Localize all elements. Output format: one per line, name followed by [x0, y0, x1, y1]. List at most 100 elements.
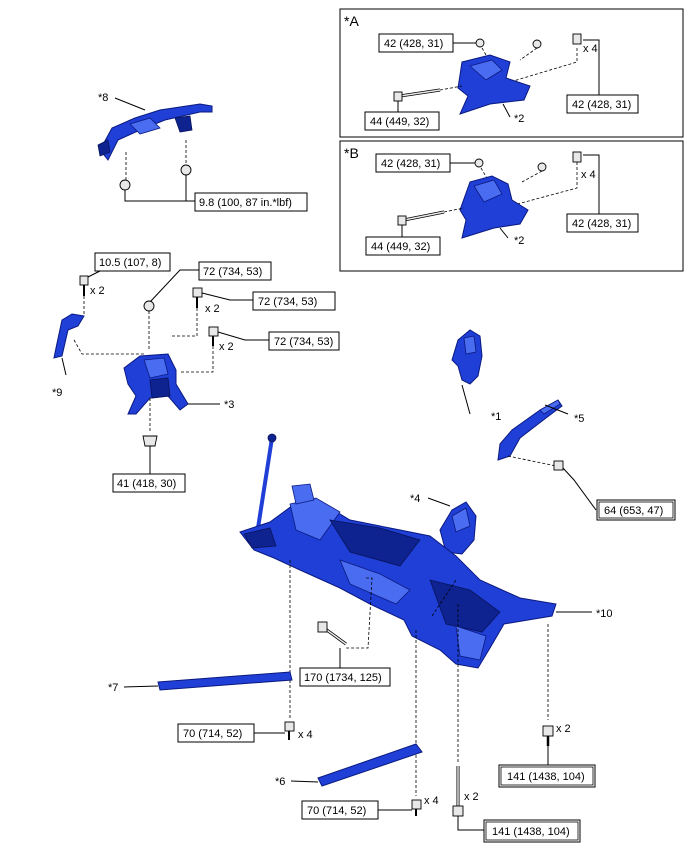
part-8-group: *8 9.8 (100, 87 in.*lbf): [97, 92, 308, 212]
view-b-nut-2: [537, 162, 547, 172]
view-a-part-ref: *2: [514, 113, 524, 125]
rear-bolt-bottom-torque-box: [483, 819, 581, 843]
view-b-long-bolt-torque: 44 (449, 32): [371, 241, 430, 253]
rear-bolt-right-group: x 2 141 (1438, 104): [498, 723, 596, 788]
part-9-ref: *9: [52, 387, 62, 399]
part-1-ref: *1: [491, 411, 501, 423]
part-3-bolt-2-torque-box: [268, 331, 340, 351]
part-7-brace: [157, 671, 293, 691]
part-3-bolt-1-torque: 72 (734, 53): [258, 296, 317, 308]
view-a-long-bolt-torque-box: [364, 111, 440, 131]
part-1-group: *1: [451, 329, 501, 423]
part-3-top-nut: [143, 300, 155, 312]
center-bolt-group: 170 (1734, 125): [299, 621, 391, 687]
rear-bolt-bottom-qty: x 2: [464, 791, 479, 803]
view-a-bolt-torque: 42 (428, 31): [572, 99, 631, 111]
part-6-qty: x 4: [424, 795, 439, 807]
view-b-bolt-torque-box: [566, 213, 639, 233]
view-b-bolt-head: [572, 151, 582, 163]
view-b-frame: [339, 140, 684, 272]
subframe-group: *4 *10: [239, 433, 613, 796]
part-3-bolt-2: [208, 326, 219, 337]
part-8-torque: 9.8 (100, 87 in.*lbf): [199, 197, 292, 209]
rear-bolt-bottom: [452, 805, 464, 817]
part-9-bolt: [79, 275, 89, 286]
view-a-panel: *A 42 (428, 31) x 4 42 (428, 31) *2 44 (…: [339, 8, 684, 138]
center-bolt-torque-box: [299, 667, 391, 687]
part-5-torque: 64 (653, 47): [604, 505, 663, 517]
part-3-ref: *3: [224, 399, 234, 411]
part-9-group: 10.5 (107, 8) x 2 *9: [52, 252, 171, 399]
ball-joint: [291, 483, 315, 505]
view-a-qty: x 4: [583, 43, 598, 55]
view-a-bolt-head: [572, 33, 582, 45]
rear-bolt-right: [542, 725, 554, 737]
part-3-nut-torque-box: [198, 261, 272, 281]
part-3-bottom-nut: [142, 435, 158, 447]
part-3-bolt-1-qty: x 2: [205, 303, 220, 315]
view-a-long-bolt: [393, 91, 403, 102]
rear-bolt-right-torque-box: [498, 764, 596, 788]
steering-shaft: [497, 399, 563, 461]
part-5-torque-box: [596, 499, 676, 521]
view-b-nut-torque: 42 (428, 31): [381, 158, 440, 170]
part-6-torque: 70 (714, 52): [307, 805, 366, 817]
part-5-bolt: [553, 460, 564, 471]
rear-bolt-bottom-group: x 2 141 (1438, 104): [452, 766, 581, 843]
part-7-torque-box: [177, 723, 255, 743]
part-3-bolt-2-torque: 72 (734, 53): [274, 336, 333, 348]
part-6-torque-box: [301, 800, 379, 820]
part-3-bolt-2-qty: x 2: [219, 341, 234, 353]
part-5-group: *5 64 (653, 47): [497, 399, 676, 521]
view-a-bolt-torque-box: [566, 94, 639, 114]
part-3-nut-torque: 72 (734, 53): [203, 266, 262, 278]
stabilizer-link-top: [267, 433, 277, 443]
part-6-bolt: [411, 799, 422, 810]
view-a-nut-2: [532, 39, 542, 49]
view-b-bolt-torque: 42 (428, 31): [572, 218, 631, 230]
view-b-long-bolt: [397, 215, 407, 226]
part-6-ref: *6: [275, 776, 285, 788]
part-3-bolt-1-torque-box: [252, 291, 336, 311]
view-b-qty: x 4: [581, 169, 596, 181]
view-a-nut-1: [475, 38, 485, 48]
part-3-bottom-torque: 41 (418, 30): [117, 478, 176, 490]
view-b-nut-1: [474, 158, 484, 168]
part-3-bottom-torque-box: [112, 473, 186, 493]
part-7-torque: 70 (714, 52): [183, 728, 242, 740]
part-7-ref: *7: [108, 682, 118, 694]
part-9-torque: 10.5 (107, 8): [99, 257, 161, 269]
center-bolt: [317, 621, 328, 633]
rear-bolt-right-qty: x 2: [556, 723, 571, 735]
part-7-group: *7 x 4 70 (714, 52): [108, 671, 313, 743]
part-7-bolt: [284, 721, 295, 732]
part-8-torque-box: [194, 192, 308, 212]
part-3-group: 72 (734, 53) x 2 72 (734, 53) x 2 72 (73…: [112, 261, 340, 493]
view-a-frame: [339, 8, 684, 138]
part-10-ref: *10: [596, 608, 613, 620]
part-4-ref: *4: [410, 493, 420, 505]
part-8-nut-1: [119, 179, 131, 191]
part-9-bracket: [53, 313, 85, 359]
center-bolt-torque: 170 (1734, 125): [304, 672, 382, 684]
part-8-nut-2: [180, 164, 192, 176]
rear-bolt-bottom-torque: 141 (1438, 104): [492, 826, 570, 838]
view-b-panel: *B 42 (428, 31) x 4 42 (428, 31) *2 44 (…: [339, 140, 684, 272]
view-a-tag: *A: [344, 13, 359, 29]
part-9-torque-box: [94, 252, 171, 272]
part-3-bolt-1: [192, 287, 203, 298]
part-5-ref: *5: [574, 413, 584, 425]
part-6-group: *6 x 4 70 (714, 52): [275, 743, 439, 820]
view-b-tag: *B: [344, 145, 359, 161]
rear-bolt-right-torque: 141 (1438, 104): [507, 771, 585, 783]
view-a-nut-torque: 42 (428, 31): [384, 38, 443, 50]
part-8-ref: *8: [98, 92, 108, 104]
part-6-brace: [317, 743, 423, 787]
view-b-part-ref: *2: [514, 235, 524, 247]
part-7-qty: x 4: [298, 729, 313, 741]
view-a-long-bolt-torque: 44 (449, 32): [370, 116, 429, 128]
view-b-long-bolt-torque-box: [365, 236, 441, 256]
part-9-qty: x 2: [90, 285, 105, 297]
